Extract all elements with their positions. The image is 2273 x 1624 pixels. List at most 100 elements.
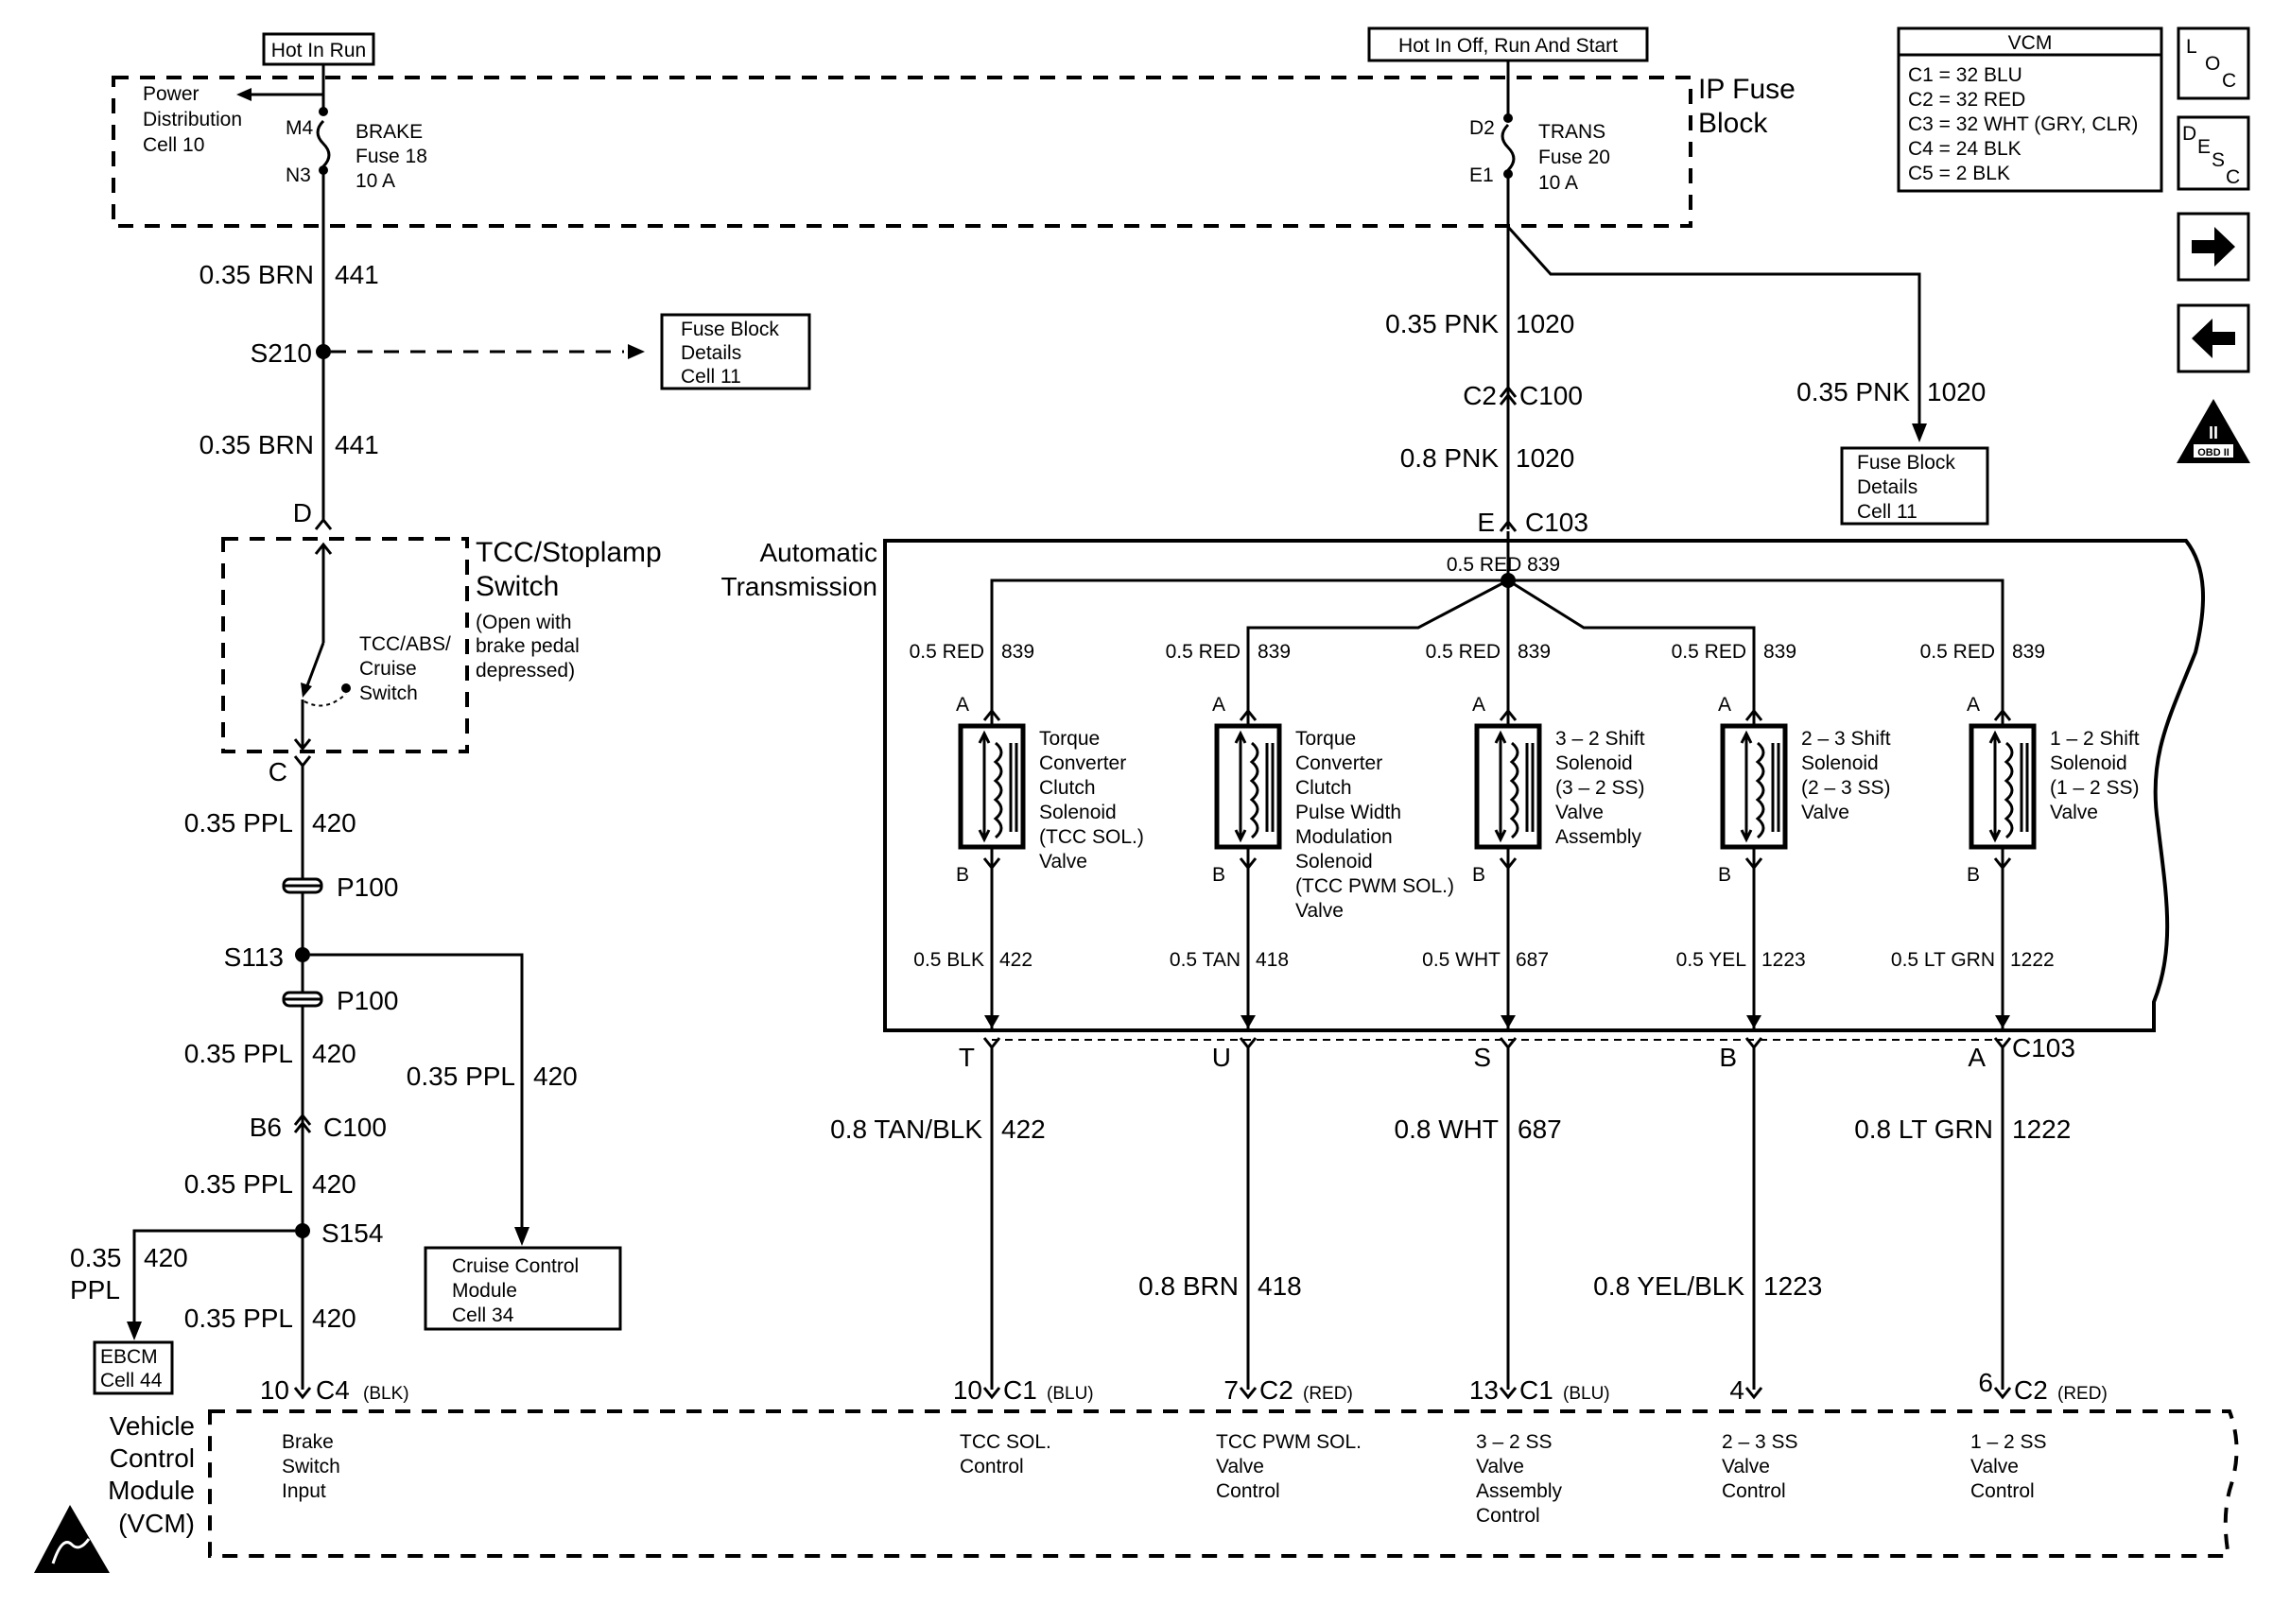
svg-text:C100: C100 (323, 1113, 387, 1142)
c103-pin: B (1719, 1043, 1737, 1072)
c103-pin: S (1473, 1043, 1491, 1072)
svg-text:EBCM: EBCM (100, 1346, 158, 1368)
svg-text:TCC/Stoplamp: TCC/Stoplamp (476, 537, 662, 568)
power-distribution-label: Power Distribution Cell 10 (143, 83, 323, 156)
svg-text:420: 420 (312, 1304, 356, 1333)
solenoid-description-line: (1 – 2 SS) (2050, 777, 2140, 799)
output-wire-circuit: 1223 (1763, 1271, 1822, 1301)
loc-icon[interactable]: L O C (2177, 26, 2250, 100)
output-wire-circuit: 687 (1518, 1114, 1562, 1144)
wire-label-brn-441-a: 0.35 BRN 441 (200, 260, 379, 289)
svg-text:0.8 PNK: 0.8 PNK (1400, 443, 1500, 473)
svg-text:Input: Input (282, 1480, 326, 1502)
trans-fuse-20: D2 E1 TRANS Fuse 20 10 A (1469, 60, 1610, 194)
solenoid-description-line: Valve (1039, 851, 1087, 872)
svg-text:420: 420 (312, 808, 356, 838)
vcm-connector-legend: VCM C1 = 32 BLU C2 = 32 RED C3 = 32 WHT … (1897, 26, 2163, 193)
top-wire-circuit: 839 (1763, 641, 1796, 663)
svg-text:0.35 PNK: 0.35 PNK (1385, 309, 1499, 338)
output-wire-gauge: 0.8 LT GRN (1854, 1114, 1993, 1144)
wire-label-ppl-420-a: 0.35 PPL 420 (184, 808, 356, 838)
svg-text:D2: D2 (1469, 117, 1495, 139)
bottom-wire-gauge: 0.5 LT GRN (1891, 949, 1995, 971)
bottom-wire-circuit: 687 (1516, 949, 1549, 971)
obd-ii-icon: OBD II II (2177, 399, 2250, 463)
svg-text:Module: Module (108, 1476, 195, 1505)
wire-label-pnk-1020-b: 0.8 PNK 1020 (1400, 443, 1575, 473)
c103-pin: A (1968, 1043, 1986, 1072)
svg-text:441: 441 (335, 430, 379, 459)
svg-text:B6: B6 (250, 1113, 282, 1142)
solenoid-description-line: (2 – 3 SS) (1801, 777, 1891, 799)
solenoid-description-line: Clutch (1295, 777, 1352, 799)
ip-fuse-block-label: IP Fuse Block (1698, 74, 1796, 139)
vcm-function-label: Control (960, 1456, 1024, 1477)
solenoid-description-line: 1 – 2 Shift (2050, 728, 2140, 750)
connector-p100-a: P100 (282, 872, 398, 902)
svg-text:0.35 PPL: 0.35 PPL (184, 1039, 293, 1068)
wire-label-ppl-420-c: 0.35 PPL 420 (184, 1169, 356, 1199)
solenoid-description-line: Solenoid (1801, 752, 1879, 774)
svg-text:10: 10 (260, 1375, 289, 1405)
svg-text:Power: Power (143, 83, 200, 105)
vcm-connector: C1 (1003, 1375, 1037, 1405)
svg-text:Block: Block (1698, 108, 1768, 139)
solenoid-description-line: Solenoid (1555, 752, 1633, 774)
next-arrow-icon[interactable] (2177, 212, 2250, 282)
solenoid-description-line: Clutch (1039, 777, 1096, 799)
svg-text:C100: C100 (1519, 381, 1583, 410)
cruise-control-module-box: Cruise Control Module Cell 34 (424, 1246, 622, 1331)
svg-text:0.35 PPL: 0.35 PPL (184, 1169, 293, 1199)
svg-text:depressed): depressed) (476, 660, 575, 682)
vcm-function-label: TCC PWM SOL. (1216, 1431, 1362, 1453)
svg-text:C: C (2222, 70, 2236, 92)
svg-text:Cell 34: Cell 34 (452, 1304, 514, 1326)
svg-text:D: D (2182, 123, 2196, 145)
ip-fuse-block-outline (112, 76, 1692, 228)
vcm-pin: 13 (1469, 1375, 1499, 1405)
svg-text:S113: S113 (224, 942, 284, 972)
vcm-function-label: 2 – 3 SS (1722, 1431, 1798, 1453)
desc-icon[interactable]: D E S C (2177, 115, 2250, 191)
bus-839 (990, 573, 2004, 652)
bottom-wire-gauge: 0.5 YEL (1676, 949, 1746, 971)
svg-text:C1 = 32 BLU: C1 = 32 BLU (1908, 64, 2022, 86)
solenoid-description-line: Valve (1555, 802, 1604, 823)
svg-text:E1: E1 (1469, 164, 1494, 186)
svg-text:TRANS: TRANS (1538, 121, 1605, 143)
vcm-connector: C1 (1519, 1375, 1553, 1405)
brake-fuse-18: M4 N3 BRAKE Fuse 18 10 A (286, 64, 427, 192)
svg-text:Transmission: Transmission (721, 572, 877, 601)
vcm-function-label: Assembly (1476, 1480, 1563, 1502)
svg-text:Cruise: Cruise (359, 658, 417, 680)
pin-b: B (956, 864, 969, 886)
svg-text:E: E (2197, 136, 2211, 158)
previous-arrow-icon[interactable] (2177, 303, 2250, 373)
solenoid-symbol (1969, 723, 2037, 850)
pin-a: A (1718, 694, 1731, 716)
vcm-function-label: 3 – 2 SS (1476, 1431, 1553, 1453)
svg-text:C2: C2 (1463, 381, 1497, 410)
svg-text:VCM: VCM (2008, 32, 2053, 54)
vcm-connector: C2 (2014, 1375, 2048, 1405)
svg-text:Switch: Switch (282, 1456, 340, 1477)
svg-text:10 A: 10 A (356, 170, 395, 192)
svg-text:Cell 10: Cell 10 (143, 134, 204, 156)
svg-text:Hot In Off, Run And Start: Hot In Off, Run And Start (1398, 35, 1618, 57)
vcm-label: Vehicle Control Module (VCM) (108, 1411, 195, 1538)
wire-label-ppl-420-b: 0.35 PPL 420 (184, 1039, 356, 1068)
svg-text:Switch: Switch (359, 682, 418, 704)
solenoid-description-line: Pulse Width (1295, 802, 1401, 823)
automatic-transmission-label: Automatic Transmission (721, 538, 877, 601)
bottom-wire-gauge: 0.5 WHT (1422, 949, 1501, 971)
svg-text:OBD II: OBD II (2197, 447, 2230, 458)
c103-bottom-label: C103 (2012, 1033, 2075, 1063)
svg-text:C: C (2226, 166, 2240, 188)
top-wire-gauge: 0.5 RED (910, 641, 984, 663)
wire-label-brn-441-b: 0.35 BRN 441 (200, 430, 379, 459)
connector-c103-e: E C103 (1477, 508, 1588, 537)
solenoid-description-line: Valve (1295, 900, 1344, 922)
svg-text:E: E (1477, 508, 1495, 537)
svg-text:C2 = 32 RED: C2 = 32 RED (1908, 89, 2025, 111)
